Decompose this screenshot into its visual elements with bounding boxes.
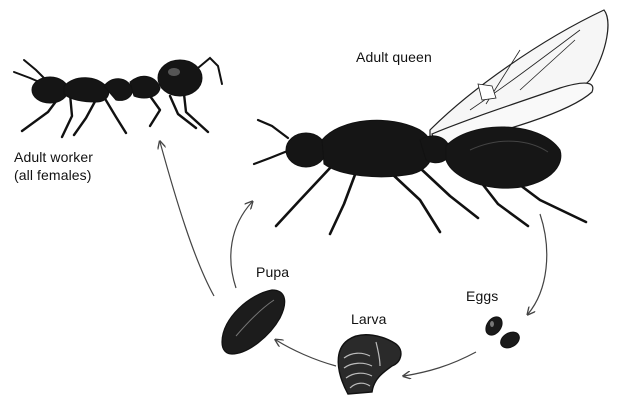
worker-gaster — [158, 60, 202, 96]
adult-worker-label: Adult worker — [14, 149, 93, 166]
arrow-queen-to-eggs — [528, 214, 547, 314]
worker-head — [32, 77, 68, 103]
worker-node — [130, 76, 160, 98]
egg-cluster-illustration — [483, 314, 523, 351]
queen-wings — [430, 10, 608, 146]
larva-label: Larva — [351, 311, 387, 328]
arrow-pupa-to-worker — [160, 142, 214, 296]
egg-1 — [483, 314, 506, 338]
larva-illustration — [338, 335, 401, 394]
worker-ant-illustration — [14, 58, 222, 137]
pupa-illustration — [222, 290, 285, 354]
queen-thorax — [322, 120, 433, 176]
worker-petiole — [104, 79, 132, 101]
arrow-larva-to-pupa — [276, 340, 336, 366]
queen-head — [286, 133, 326, 167]
adult-queen-label: Adult queen — [356, 49, 432, 66]
adult-worker-sublabel: (all females) — [14, 167, 92, 184]
pupa-label: Pupa — [256, 264, 289, 281]
arrow-eggs-to-larva — [404, 352, 476, 376]
queen-gaster — [446, 127, 561, 188]
egg-2 — [498, 329, 522, 351]
queen-ant-illustration — [254, 10, 608, 234]
eggs-label: Eggs — [466, 288, 498, 305]
arrow-pupa-to-queen — [231, 202, 252, 288]
queen-antennae — [254, 120, 290, 164]
worker-thorax — [64, 78, 109, 102]
